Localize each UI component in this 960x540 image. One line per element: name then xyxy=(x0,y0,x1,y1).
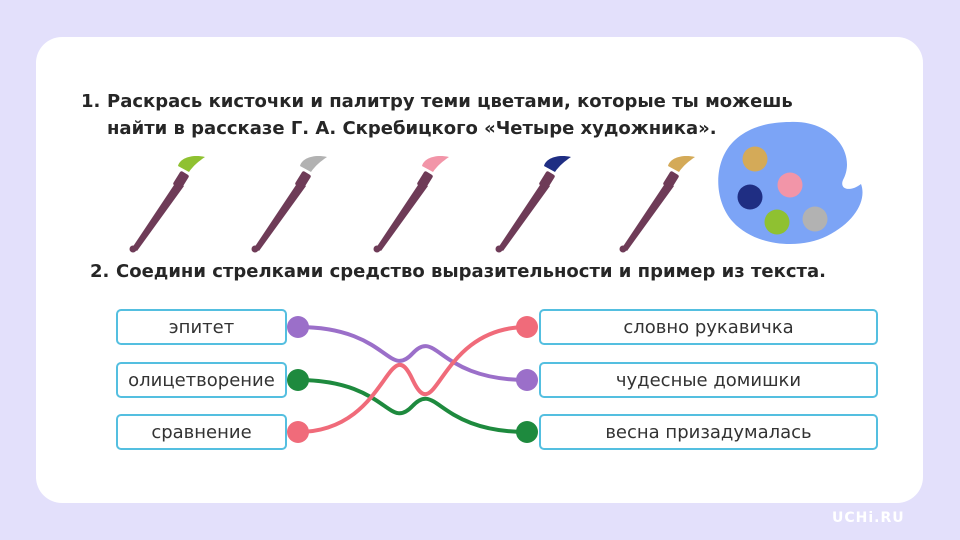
right-item-label: весна призадумалась xyxy=(605,421,812,443)
brush-handle xyxy=(622,182,674,251)
task-1-line-2: найти в рассказе Г. А. Скребицкого «Четы… xyxy=(107,118,717,139)
right-dot-2[interactable] xyxy=(516,369,538,391)
left-dot-personification[interactable] xyxy=(287,369,309,391)
left-item-label: олицетворение xyxy=(128,369,275,391)
task-2-text: Соедини стрелками средство выразительнос… xyxy=(116,261,826,282)
brush-ferrule xyxy=(173,171,189,189)
brush-ferrule xyxy=(539,171,555,189)
task-1-line-1: Раскрась кисточки и палитру теми цветами… xyxy=(107,91,793,112)
palette-paint-1[interactable] xyxy=(742,146,768,172)
paintbrush-1[interactable] xyxy=(129,156,206,253)
brush-tip[interactable] xyxy=(178,156,205,172)
palette-paint-2[interactable] xyxy=(777,172,803,198)
uchi-ru-logo: UCHi.RU xyxy=(832,510,905,526)
left-item-epithet[interactable]: эпитет xyxy=(116,309,287,345)
palette-paint-3[interactable] xyxy=(737,184,763,210)
palette-paint-5[interactable] xyxy=(802,206,828,232)
task-2-number: 2. xyxy=(90,261,110,282)
right-dot-3[interactable] xyxy=(516,421,538,443)
brush-handle xyxy=(254,182,306,251)
brush-tip[interactable] xyxy=(544,156,571,172)
right-item-label: чудесные домишки xyxy=(615,369,802,391)
left-item-comparison[interactable]: сравнение xyxy=(116,414,287,450)
right-item-3[interactable]: весна призадумалась xyxy=(539,414,878,450)
right-item-1[interactable]: словно рукавичка xyxy=(539,309,878,345)
paintbrush-2[interactable] xyxy=(251,156,328,253)
brush-ferrule xyxy=(663,171,679,189)
brush-handle xyxy=(132,182,184,251)
brush-tip[interactable] xyxy=(668,156,695,172)
paintbrush-5[interactable] xyxy=(619,156,696,253)
left-dot-epithet[interactable] xyxy=(287,316,309,338)
paintbrush-3[interactable] xyxy=(373,156,450,253)
right-item-label: словно рукавичка xyxy=(623,316,794,338)
brush-handle-end xyxy=(495,245,503,253)
brushes-group xyxy=(129,156,696,253)
brush-handle xyxy=(376,182,428,251)
left-dot-comparison[interactable] xyxy=(287,421,309,443)
task-1-number: 1. xyxy=(81,91,101,112)
task-2: 2. Соедини стрелками средство выразительн… xyxy=(90,258,890,285)
right-dot-1[interactable] xyxy=(516,316,538,338)
brush-tip[interactable] xyxy=(422,156,449,172)
brush-handle-end xyxy=(129,245,137,253)
brush-tip[interactable] xyxy=(300,156,327,172)
brush-handle-end xyxy=(251,245,259,253)
left-item-personification[interactable]: олицетворение xyxy=(116,362,287,398)
brush-handle xyxy=(498,182,550,251)
brush-handle-end xyxy=(373,245,381,253)
palette[interactable] xyxy=(715,118,865,248)
brush-handle-end xyxy=(619,245,627,253)
palette-paint-4[interactable] xyxy=(764,209,790,235)
left-item-label: сравнение xyxy=(151,421,252,443)
task-1: 1. Раскрась кисточки и палитру теми цвета… xyxy=(81,88,871,142)
brush-ferrule xyxy=(295,171,311,189)
brush-ferrule xyxy=(417,171,433,189)
right-item-2[interactable]: чудесные домишки xyxy=(539,362,878,398)
left-item-label: эпитет xyxy=(168,316,235,338)
paintbrush-4[interactable] xyxy=(495,156,572,253)
